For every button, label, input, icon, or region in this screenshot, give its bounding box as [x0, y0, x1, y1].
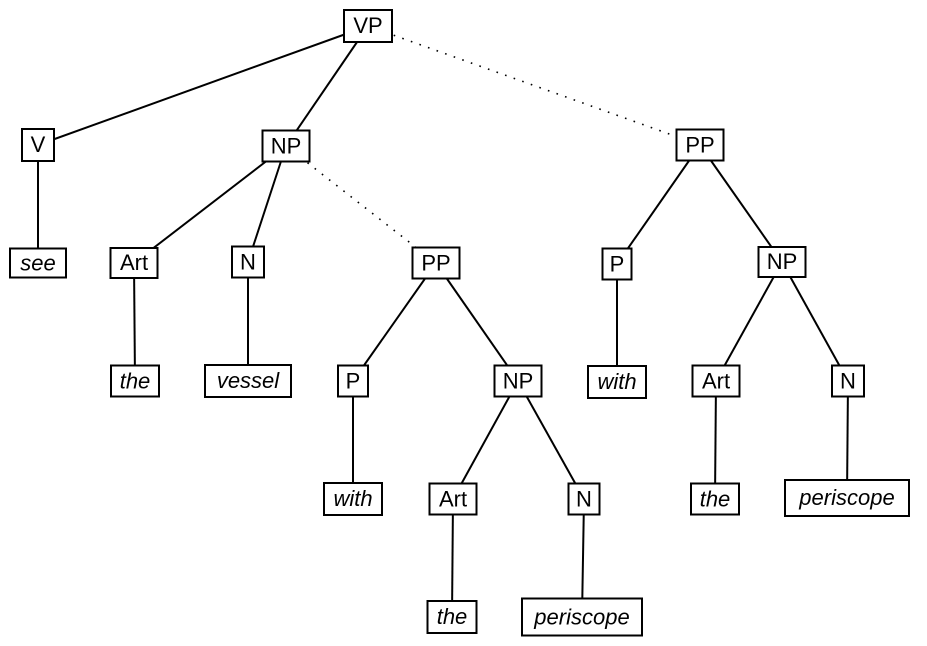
node-label: with: [333, 486, 373, 511]
tree-node-pp-low: PP: [411, 246, 461, 280]
node-label: vessel: [216, 368, 280, 393]
tree-node-vessel: vessel: [204, 364, 292, 398]
node-label: see: [20, 250, 56, 275]
tree-node-n-1: N: [231, 245, 265, 279]
edge-np-low-n-2-solid: [517, 380, 585, 500]
tree-node-periscope-3: periscope: [784, 479, 910, 517]
edge-vp-v-solid: [37, 25, 369, 146]
node-label: the: [119, 368, 151, 393]
edge-art-2-the-2-solid: [451, 498, 454, 618]
edge-art-1-the-1-solid: [133, 262, 136, 382]
node-label: P: [345, 368, 361, 393]
tree-node-periscope-2: periscope: [521, 597, 643, 637]
edge-art-3-the-3-solid: [714, 380, 717, 500]
node-label: periscope: [534, 604, 630, 629]
tree-node-the-2: the: [426, 600, 478, 634]
tree-node-art-3: Art: [691, 364, 741, 398]
edge-vp-pp-high-dotted: [367, 25, 701, 146]
edge-n-2-periscope-2-solid: [581, 498, 585, 618]
edge-n-3-periscope-3-solid: [846, 380, 849, 499]
tree-node-np-object: NP: [261, 129, 311, 163]
node-label: N: [240, 249, 256, 274]
edge-np-object-pp-low-dotted: [285, 145, 437, 264]
edge-pp-high-p-high-solid: [616, 144, 701, 265]
tree-node-np-low: NP: [493, 364, 543, 398]
tree-node-p-high: P: [601, 247, 633, 281]
node-label: P: [609, 251, 625, 276]
node-label: NP: [270, 133, 302, 158]
node-label: the: [436, 604, 468, 629]
edge-pp-low-np-low-solid: [435, 262, 519, 382]
node-label: NP: [766, 249, 798, 274]
tree-node-art-1: Art: [109, 247, 159, 279]
node-label: Art: [438, 486, 468, 511]
node-label: N: [576, 486, 592, 511]
tree-node-the-1: the: [110, 364, 160, 398]
tree-node-n-3: N: [831, 364, 865, 398]
node-label: VP: [353, 13, 383, 38]
tree-node-n-2: N: [567, 482, 601, 516]
tree-node-p-low: P: [337, 364, 369, 398]
node-label: periscope: [799, 485, 895, 510]
node-label: Art: [701, 368, 731, 393]
edge-pp-low-p-low-solid: [352, 262, 437, 382]
tree-node-vp: VP: [343, 9, 393, 43]
tree-node-with-high: with: [587, 365, 647, 399]
node-label: PP: [685, 132, 715, 157]
tree-node-v: V: [21, 128, 55, 162]
node-label: N: [840, 368, 856, 393]
edge-np-high-art-3-solid: [715, 261, 783, 382]
edge-np-low-art-2-solid: [452, 380, 519, 500]
node-label: NP: [502, 368, 534, 393]
edge-np-high-n-3-solid: [781, 261, 849, 382]
edge-np-object-n-1-solid: [247, 145, 287, 263]
tree-node-pp-high: PP: [675, 128, 725, 162]
node-label: Art: [119, 250, 149, 275]
tree-node-with-low: with: [323, 482, 383, 516]
tree-node-see: see: [9, 247, 67, 279]
edge-np-object-art-1-solid: [133, 145, 287, 264]
edge-pp-high-np-high-solid: [699, 144, 783, 263]
node-label: PP: [421, 250, 451, 275]
node-label: the: [699, 486, 731, 511]
tree-node-np-high: NP: [757, 246, 807, 278]
node-label: with: [597, 369, 637, 394]
edge-vp-np-object-solid: [285, 25, 369, 147]
node-label: V: [30, 132, 46, 157]
tree-node-art-2: Art: [428, 482, 478, 516]
tree-node-the-3: the: [690, 482, 740, 516]
